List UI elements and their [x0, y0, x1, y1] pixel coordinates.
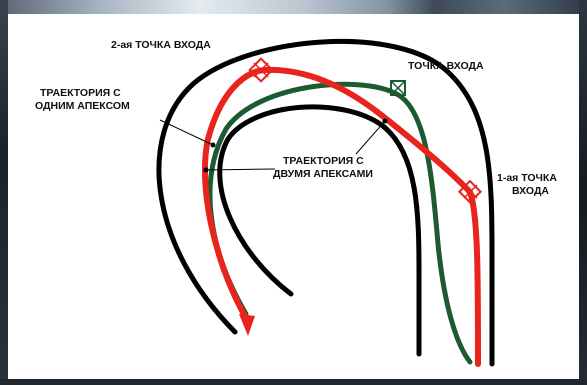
one-apex-label-line2: ОДНИМ АПЕКСОМ [35, 100, 130, 112]
left-border [0, 0, 8, 385]
two-apex-leader-dot-right [383, 119, 388, 124]
racing-line-diagram: 2-ая ТОЧКА ВХОДА ТОЧКА ВХОДА ТРАЕКТОРИЯ … [8, 14, 579, 379]
two-apex-label-line2: ДВУМЯ АПЕКСАМИ [273, 168, 373, 180]
two-apex-label-line1: ТРАЕКТОРИЯ С [283, 155, 364, 167]
first-entry-label-line2: ВХОДА [512, 185, 549, 197]
bottom-border [0, 379, 587, 385]
first-entry-label-line1: 1-ая ТОЧКА [497, 172, 557, 184]
background-photo-strip [0, 0, 587, 14]
entry-point-label: ТОЧКА ВХОДА [408, 60, 484, 72]
one-apex-label-line1: ТРАЕКТОРИЯ С [40, 87, 121, 99]
right-border [579, 0, 587, 385]
two-apex-leader-line [206, 169, 275, 170]
exit-arrow-icon [239, 314, 255, 336]
second-entry-label: 2-ая ТОЧКА ВХОДА [111, 39, 211, 51]
one-apex-leader-line [160, 120, 213, 145]
one-apex-leader-dot [211, 143, 216, 148]
two-apex-leader-line-right [356, 121, 385, 154]
two-apex-leader-dot-left [204, 168, 209, 173]
diagram-panel: 2-ая ТОЧКА ВХОДА ТОЧКА ВХОДА ТРАЕКТОРИЯ … [8, 14, 579, 379]
